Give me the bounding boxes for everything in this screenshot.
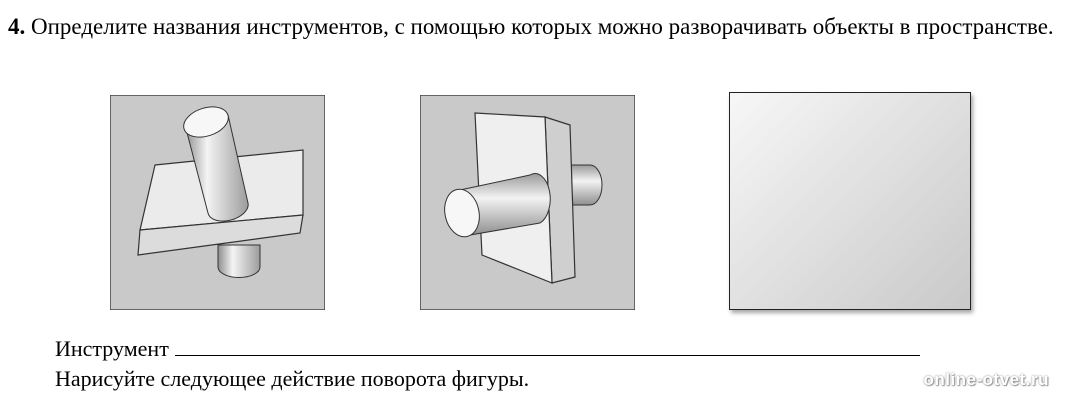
answer-blank-line[interactable] (174, 333, 920, 356)
answer-field-row: Инструмент (55, 333, 920, 363)
answer-label: Инструмент (55, 336, 169, 361)
figure-rotation-step-1 (110, 95, 325, 310)
drawing-area[interactable] (729, 92, 971, 310)
task-statement: 4. Определите названия инструментов, с п… (8, 12, 1058, 42)
drawing-instruction: Нарисуйте следующее действие поворота фи… (55, 366, 530, 391)
watermark: online-otvet.ru (923, 370, 1049, 389)
task-text: Определите названия инструментов, с помо… (31, 14, 1054, 39)
figure-rotation-step-2 (420, 95, 635, 310)
task-number: 4. (8, 14, 26, 39)
